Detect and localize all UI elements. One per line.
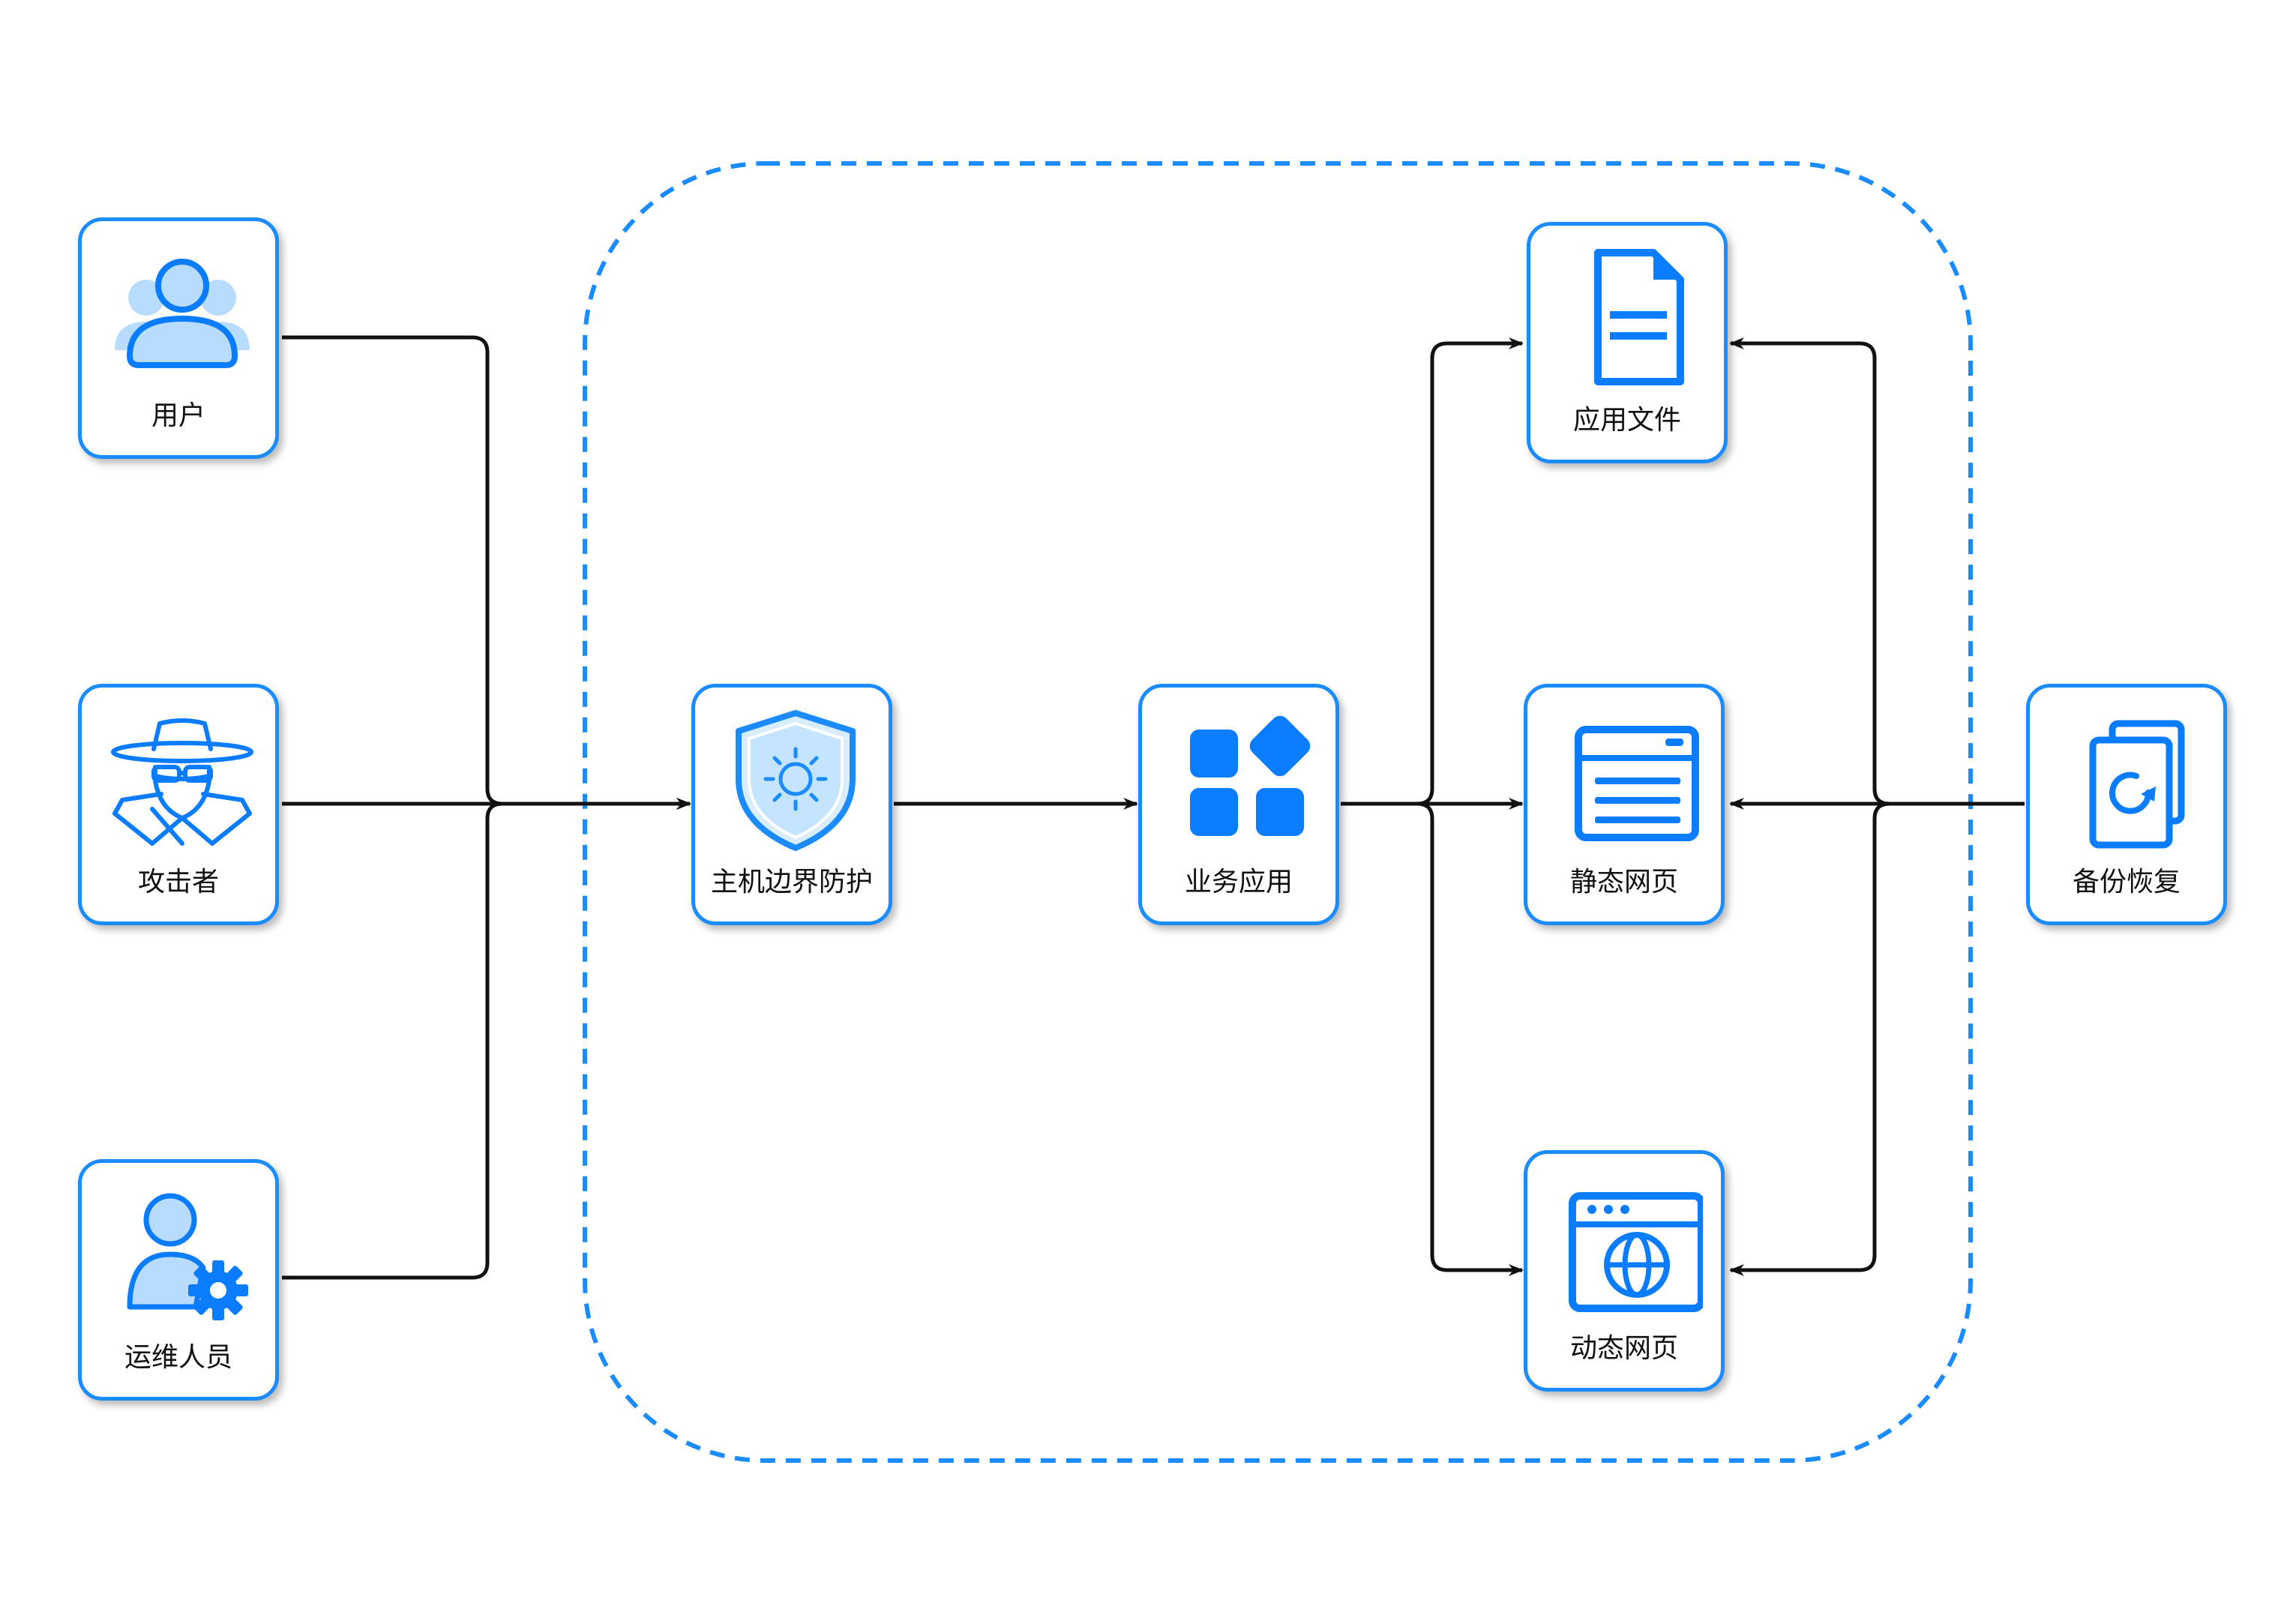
node-label: 业务应用 (1184, 867, 1293, 897)
backup-restore-icon (2089, 720, 2185, 849)
node-attacker[interactable]: 攻击者 (78, 684, 279, 925)
static-page-icon (1575, 726, 1699, 841)
globe-browser-icon (1569, 1192, 1703, 1312)
node-business-app[interactable]: 业务应用 (1138, 684, 1339, 925)
node-label: 动态网页 (1569, 1333, 1678, 1364)
node-label: 应用文件 (1572, 405, 1681, 436)
protection-zone-boundary (583, 161, 1973, 1463)
node-host-guard[interactable]: 主机边界防护 (691, 684, 892, 925)
node-backup[interactable]: 备份恢复 (2026, 684, 2227, 925)
node-label: 运维人员 (124, 1342, 232, 1373)
document-icon (1594, 249, 1684, 385)
node-label: 备份恢复 (2072, 867, 2181, 897)
edge-user-to-guard (282, 335, 691, 810)
edge-ops-to-guard (282, 798, 691, 1280)
node-label: 用户 (151, 400, 205, 431)
spy-icon (111, 718, 253, 846)
edge-backup-to-dynamic (1729, 802, 2025, 1276)
apps-icon (1190, 715, 1311, 836)
node-label: 攻击者 (137, 867, 219, 897)
node-app-files[interactable]: 应用文件 (1527, 222, 1728, 463)
edge-backup-to-files (1729, 337, 2025, 806)
shield-icon (736, 710, 856, 851)
node-ops[interactable]: 运维人员 (78, 1159, 279, 1401)
node-label: 主机边界防护 (710, 867, 873, 897)
node-static-page[interactable]: 静态网页 (1524, 684, 1725, 925)
node-user[interactable]: 用户 (78, 217, 279, 459)
user-gear-icon (127, 1193, 248, 1320)
user-group-icon (115, 259, 250, 368)
edge-app-to-files (1341, 337, 1524, 806)
node-label: 静态网页 (1569, 867, 1678, 897)
node-dynamic-page[interactable]: 动态网页 (1524, 1150, 1725, 1392)
edge-app-to-dynamic (1341, 802, 1524, 1276)
